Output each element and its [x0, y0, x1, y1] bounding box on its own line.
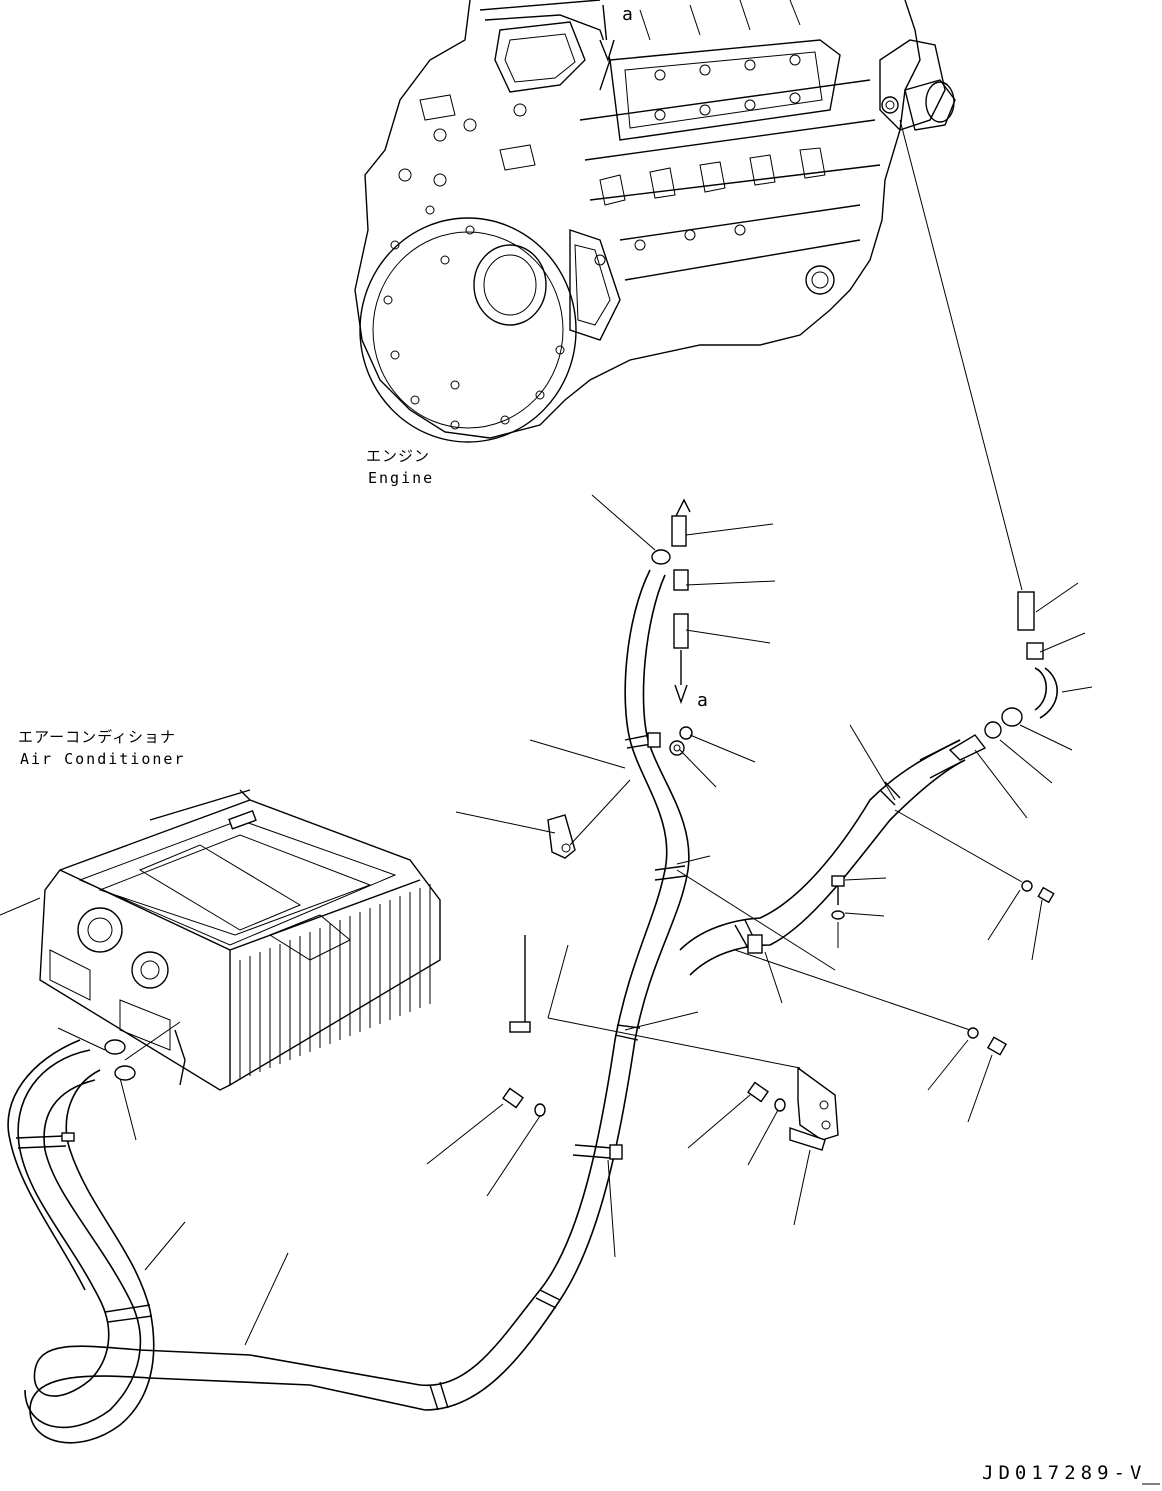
heater-hose-main — [419, 569, 966, 1411]
engine-assembly-icon: a — [354, 0, 956, 443]
fitting-chain-right — [919, 591, 1058, 779]
view-a-label-mid: a — [697, 690, 708, 711]
leader-lines — [426, 494, 1093, 1258]
drawing-code: JD017289-V — [982, 1462, 1146, 1484]
aircon-label-jp: エアーコンディショナ — [18, 728, 176, 746]
fasteners-right — [502, 875, 1055, 1151]
air-conditioner-unit-icon — [39, 789, 441, 1091]
heater-hose-left — [7, 1039, 426, 1444]
engine-label-en: Engine — [368, 469, 434, 487]
fitting-chain-left: a — [547, 498, 708, 859]
aircon-label-en: Air Conditioner — [20, 750, 185, 768]
engine-label-jp: エンジン — [366, 447, 430, 465]
view-a-label-top: a — [622, 4, 633, 25]
